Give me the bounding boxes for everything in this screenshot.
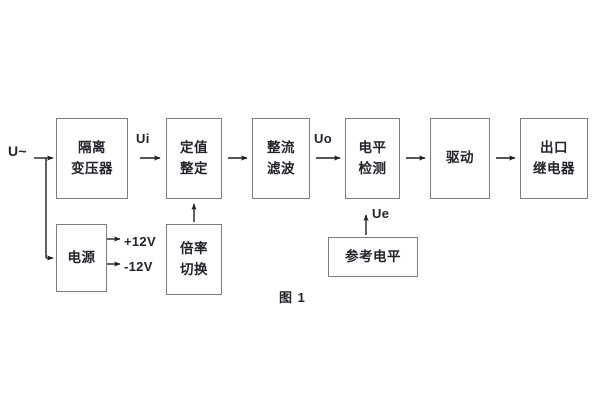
signal-label-supply-negative: -12V [124,259,153,274]
block-label-line: 隔离 [78,139,106,155]
block-label-line: 继电器 [533,160,575,176]
block-rectify-filter[interactable]: 整流 滤波 [252,118,310,199]
block-label-line: 出口 [540,139,568,155]
block-label-line: 定值 [180,139,208,155]
block-isolation-transformer[interactable]: 隔离 变压器 [56,118,128,199]
block-label-line: 检测 [358,160,387,176]
block-multiplier-switch[interactable]: 倍率 切换 [166,224,222,295]
signal-label-supply-positive: +12V [124,234,156,249]
block-label-line: 整定 [180,160,208,176]
signal-label-ui: Ui [136,131,150,146]
signal-label-input: U~ [8,143,27,159]
figure-caption: 图 1 [279,290,306,305]
block-label-line: 整流 [267,139,295,155]
block-label-line: 电平 [358,139,387,155]
block-reference-level[interactable]: 参考电平 [328,237,418,277]
block-power-supply[interactable]: 电源 [56,224,107,292]
block-label-line: 变压器 [71,160,113,176]
block-setpoint[interactable]: 定值 整定 [166,118,222,199]
block-label-line: 电源 [67,249,96,265]
block-drive[interactable]: 驱动 [430,118,490,199]
block-label-line: 切换 [180,261,208,277]
block-label-line: 滤波 [267,160,295,176]
signal-label-ue: Ue [372,206,390,221]
block-label-line: 驱动 [446,150,474,166]
block-level-detect[interactable]: 电平 检测 [345,118,400,199]
block-output-relay[interactable]: 出口 继电器 [520,118,588,199]
block-label-line: 倍率 [180,240,208,256]
block-label-line: 参考电平 [345,248,401,264]
signal-label-uo: Uo [314,131,332,146]
